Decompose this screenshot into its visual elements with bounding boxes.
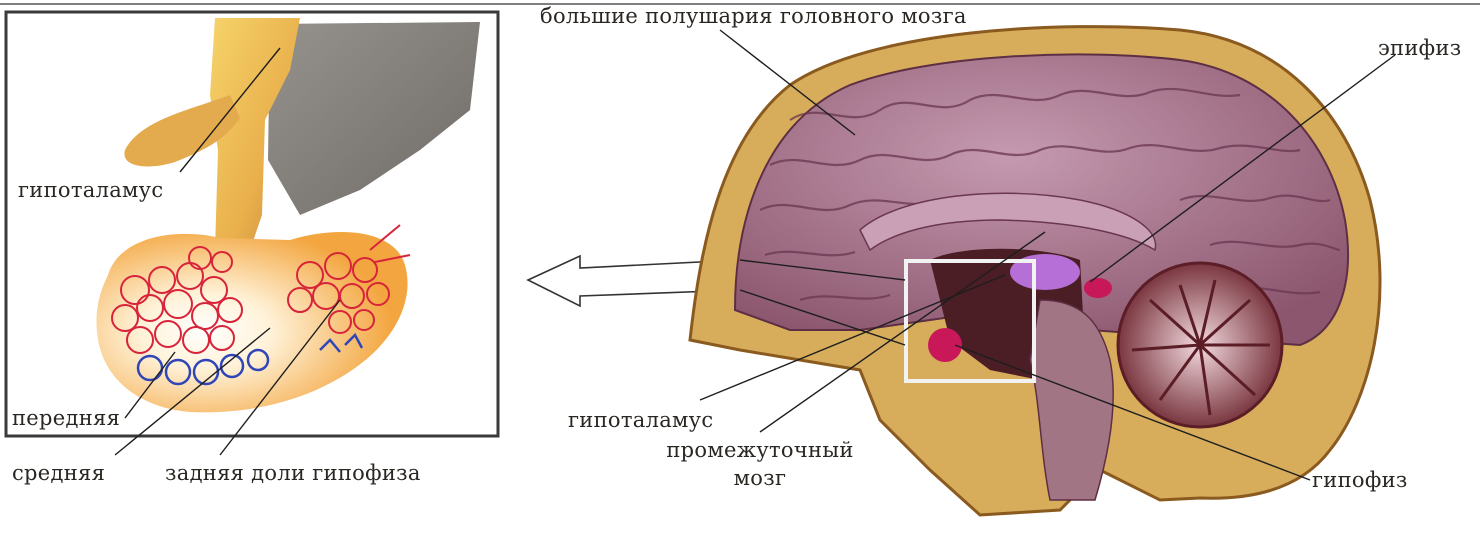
label-epiphysis: эпифиз [1378,38,1461,59]
label-diencephalon-line1: промежуточный [650,440,870,461]
pituitary-inset [6,12,498,455]
label-anterior-lobe: передняя [12,408,120,429]
label-posterior-lobe: задняя доли гипофиза [165,463,421,484]
label-middle-lobe: средняя [12,463,105,484]
label-diencephalon-line2: мозг [650,468,870,489]
label-left-hypothalamus: гипоталамус [18,180,163,201]
label-hypophysis: гипофиз [1312,470,1408,491]
epiphysis [1084,278,1112,298]
label-right-hypothalamus: гипоталамус [568,410,713,431]
label-hemispheres: большие полушария головного мозга [540,6,967,27]
